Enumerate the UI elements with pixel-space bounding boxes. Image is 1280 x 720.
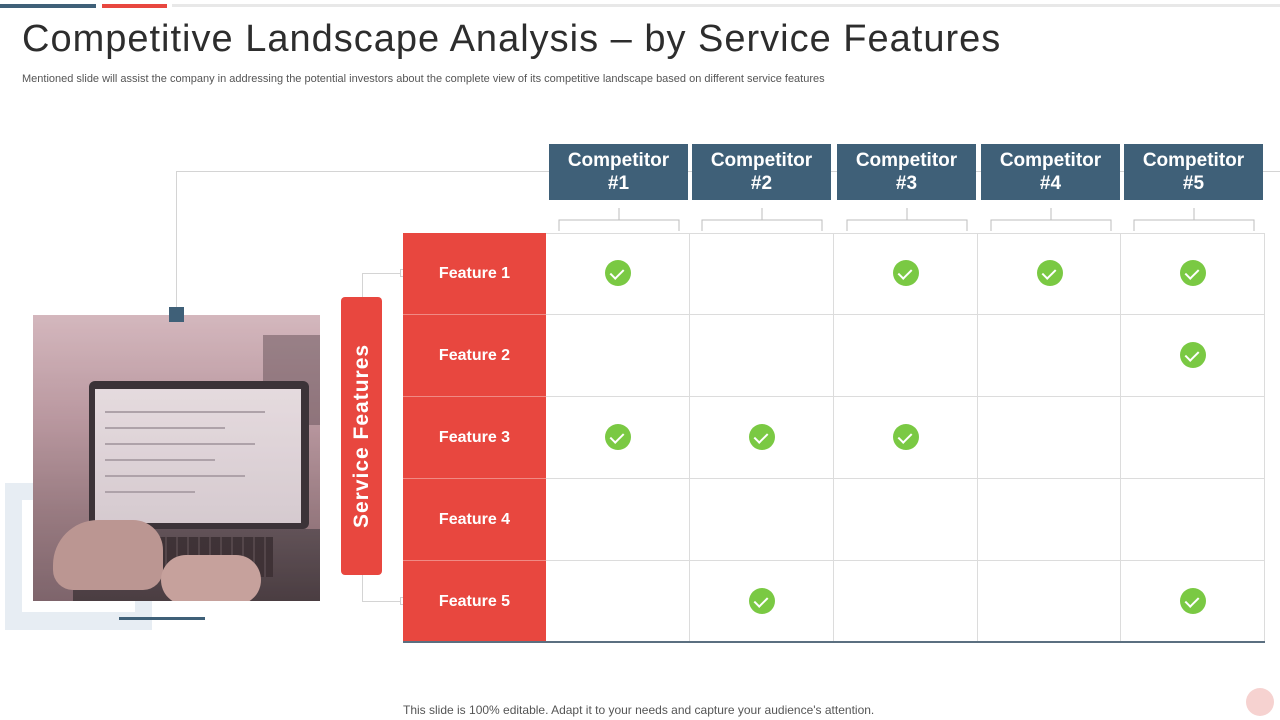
check-circle-icon xyxy=(1180,588,1206,614)
competitor-header-2: Competitor #2 xyxy=(692,144,831,200)
grid-cell-r4-c3 xyxy=(834,479,978,561)
check-circle-icon xyxy=(1180,342,1206,368)
grid-cell-r4-c5 xyxy=(1121,479,1265,561)
feature-row-label-5: Feature 5 xyxy=(403,561,546,643)
corner-decoration xyxy=(1246,688,1274,716)
connector-line-vertical xyxy=(176,171,177,311)
grid-cell-r3-c5 xyxy=(1121,397,1265,479)
grid-cell-r2-c3 xyxy=(834,315,978,397)
competitor-header-4: Competitor #4 xyxy=(981,144,1120,200)
header-brace-2 xyxy=(701,208,823,231)
header-brace-4 xyxy=(990,208,1112,231)
check-circle-icon xyxy=(893,260,919,286)
pill-connector-bottom xyxy=(362,575,363,601)
grid-cell-r1-c2 xyxy=(690,233,834,315)
competitor-header-1: Competitor #1 xyxy=(549,144,688,200)
pill-connector-top xyxy=(362,273,363,297)
top-accent-bar-grey xyxy=(172,4,1280,7)
header-brace-3 xyxy=(846,208,968,231)
check-circle-icon xyxy=(605,260,631,286)
check-circle-icon xyxy=(893,424,919,450)
grid-cell-r5-c3 xyxy=(834,561,978,643)
laptop-photo xyxy=(33,315,320,601)
check-circle-icon xyxy=(605,424,631,450)
check-circle-icon xyxy=(1036,260,1063,286)
feature-row-label-4: Feature 4 xyxy=(403,479,546,561)
grid-cell-r5-c4 xyxy=(978,561,1121,643)
grid-cell-r4-c4 xyxy=(978,479,1121,561)
check-circle-icon xyxy=(749,588,775,614)
competitor-header-3: Competitor #3 xyxy=(837,144,976,200)
service-features-label: Service Features xyxy=(349,343,373,529)
grid-cell-r2-c4 xyxy=(978,315,1121,397)
grid-cell-r2-c2 xyxy=(690,315,834,397)
pill-connector-top-h xyxy=(362,273,404,274)
slide-subtitle: Mentioned slide will assist the company … xyxy=(22,73,825,85)
check-circle-icon xyxy=(749,424,775,450)
grid-cell-r4-c1 xyxy=(546,479,690,561)
header-brace-1 xyxy=(558,208,680,231)
grid-cell-r1-c3 xyxy=(834,233,978,315)
grid-cell-r5-c1 xyxy=(546,561,690,643)
feature-row-label-1: Feature 1 xyxy=(403,233,546,315)
photo-underline xyxy=(119,617,205,620)
service-features-label-pill: Service Features xyxy=(341,297,382,575)
slide-title: Competitive Landscape Analysis – by Serv… xyxy=(22,18,1002,60)
feature-row-label-3: Feature 3 xyxy=(403,397,546,479)
grid-cell-r4-c2 xyxy=(690,479,834,561)
grid-bottom-rule xyxy=(403,641,1265,643)
top-accent-bar-red xyxy=(102,4,167,8)
grid-cell-r2-c1 xyxy=(546,315,690,397)
pill-connector-bottom-h xyxy=(362,601,404,602)
top-accent-bar-blue xyxy=(0,4,96,8)
footer-note: This slide is 100% editable. Adapt it to… xyxy=(403,703,875,717)
grid-cell-r3-c4 xyxy=(978,397,1121,479)
header-brace-5 xyxy=(1133,208,1255,231)
check-circle-icon xyxy=(1180,260,1206,286)
connector-node-square xyxy=(169,307,184,322)
feature-row-label-2: Feature 2 xyxy=(403,315,546,397)
competitor-header-5: Competitor #5 xyxy=(1124,144,1263,200)
